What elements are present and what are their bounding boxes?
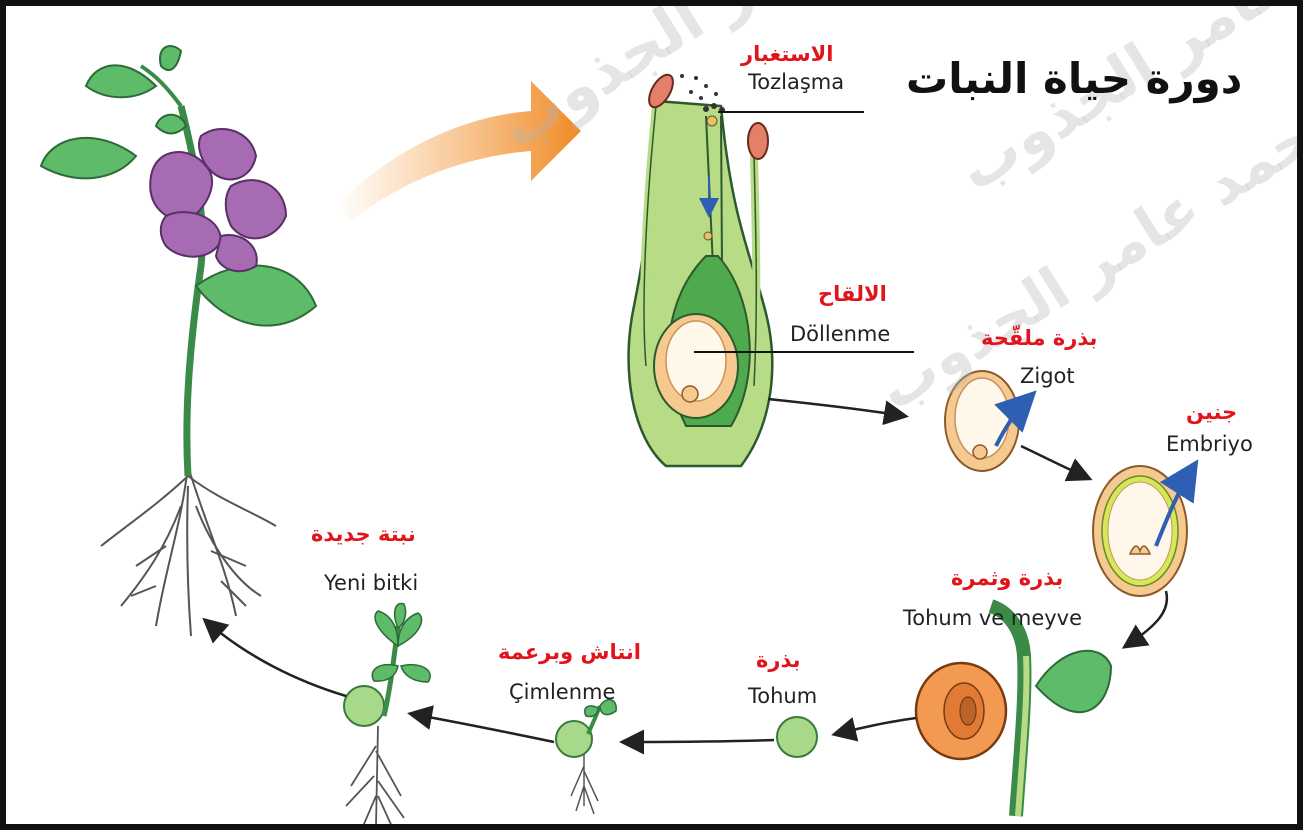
seed: [777, 717, 817, 757]
seed-label-ar: بذرة: [756, 650, 801, 671]
fruit-with-seed: [916, 606, 1111, 816]
pollination-label-tr: Tozlaşma: [748, 72, 844, 93]
embryo-label-ar: جنين: [1186, 402, 1237, 423]
mature-plant: [41, 46, 316, 636]
germination-label-ar: انتاش وبرعمة: [498, 642, 641, 663]
pollination-label-ar: الاستغبار: [741, 44, 833, 65]
germinating-seedling: [556, 700, 616, 814]
young-plant: [344, 603, 430, 830]
mature-plant-roots: [101, 466, 276, 636]
seed-label-tr: Tohum: [748, 686, 817, 707]
embryo-label-tr: Embriyo: [1166, 434, 1253, 455]
seed-fruit-label-ar: بذرة وثمرة: [951, 568, 1063, 589]
diagram-title: دورة حياة النبات: [906, 54, 1242, 103]
fertilization-label-tr: Döllenme: [790, 324, 890, 345]
seed-fruit-label-tr: Tohum ve meyve: [903, 608, 1082, 629]
life-cycle-illustration: [6, 6, 1303, 830]
embryo-seed: [1093, 466, 1194, 596]
new-plant-label-ar: نبتة جديدة: [311, 524, 416, 545]
zygote-label-ar: بذرة ملقّحة: [981, 328, 1097, 349]
pistil-cross-section: [629, 71, 773, 466]
zygote-label-tr: Zigot: [1020, 366, 1075, 387]
germination-label-tr: Çimlenme: [509, 682, 615, 703]
fertilization-label-ar: الالقاح: [818, 284, 887, 305]
flower-petals: [150, 129, 286, 271]
new-plant-label-tr: Yeni bitki: [324, 573, 418, 594]
